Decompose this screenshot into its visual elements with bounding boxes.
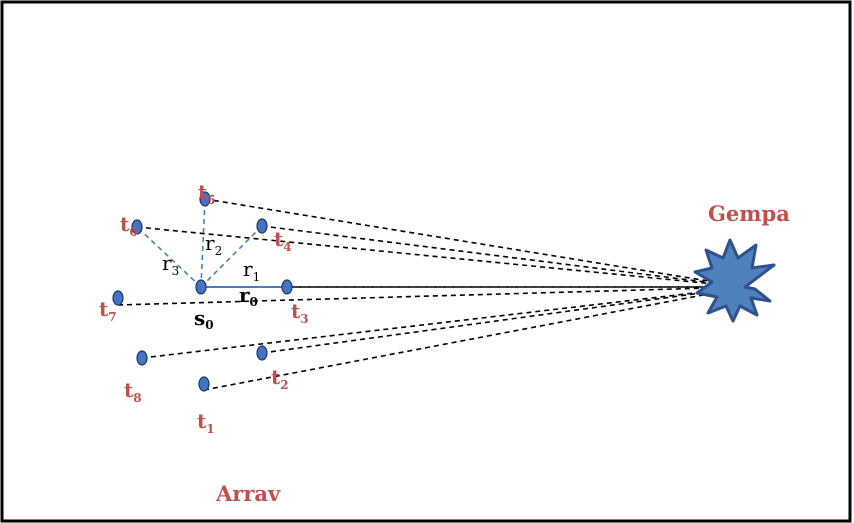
stations: [112, 191, 293, 392]
label-t4: t4: [274, 227, 292, 254]
ray-t8: [141, 286, 746, 359]
label-s0: s0: [194, 306, 214, 332]
r2-line: [200, 198, 206, 288]
station-t7: [112, 290, 124, 306]
array-label: Arrav: [215, 481, 281, 506]
station-t5: [199, 191, 211, 207]
ray-t2: [261, 286, 746, 354]
station-t3: [281, 279, 293, 295]
station-t2: [256, 345, 268, 361]
ray-t7: [117, 286, 746, 306]
label-t7: t7: [99, 297, 117, 324]
explosion-burst-icon: [693, 238, 776, 323]
ray-t6: [136, 226, 746, 288]
label-r2: r2: [205, 231, 222, 258]
label-t3: t3: [291, 299, 309, 326]
label-r1: r1: [243, 257, 260, 284]
ray-t1: [203, 286, 746, 391]
r3-line: [136, 226, 202, 288]
gempa-label: Gempa: [708, 201, 790, 226]
label-t2: t2: [271, 365, 289, 392]
station-t1: [198, 376, 210, 392]
label-r3: r3: [162, 251, 179, 278]
station-s0: [195, 279, 207, 295]
radius-lines: [136, 198, 263, 288]
ray-t5: [204, 198, 746, 288]
label-t1: t1: [197, 409, 215, 436]
ray-t4: [261, 225, 746, 288]
label-t8: t8: [124, 378, 142, 405]
station-t6: [131, 219, 143, 235]
ray-lines: [117, 198, 746, 391]
label-t5: t5: [198, 180, 216, 207]
station-t8: [136, 350, 148, 366]
label-t6: t6: [120, 212, 138, 239]
label-r0: r0: [239, 283, 258, 309]
station-t4: [256, 218, 268, 234]
